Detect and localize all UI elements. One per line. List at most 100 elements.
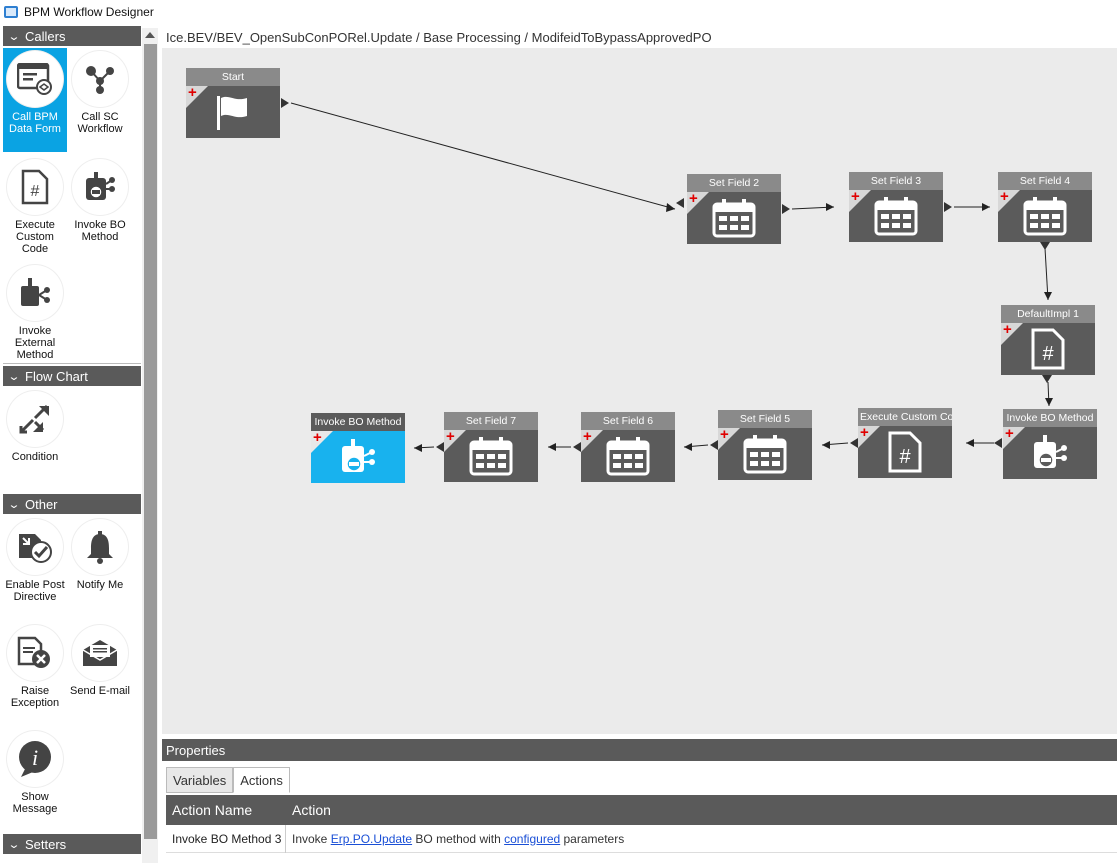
node-set-field-6[interactable]: Set Field 6 + [581, 412, 675, 482]
node-default-impl-1[interactable]: DefaultImpl 1 + # [1001, 305, 1095, 375]
exception-icon [7, 625, 63, 681]
node-set-field-2[interactable]: Set Field 2 + [687, 174, 781, 244]
tool-enable-post-directive[interactable]: Enable Post Directive [3, 516, 67, 620]
tool-label: Invoke BO Method [74, 219, 126, 243]
add-icon[interactable]: + [313, 429, 322, 446]
add-icon[interactable]: + [446, 428, 455, 445]
tool-condition[interactable]: Condition [3, 388, 67, 488]
node-title: Set Field 7 [444, 412, 538, 430]
svg-text:i: i [32, 745, 38, 770]
tool-label: Call BPM Data Form [9, 111, 61, 135]
output-connector[interactable] [710, 440, 718, 450]
bo-method-icon [1034, 435, 1067, 468]
tab-actions[interactable]: Actions [233, 767, 290, 793]
bo-method-link[interactable]: Erp.PO.Update [330, 831, 413, 846]
actions-grid: Action Name Action Invoke BO Method 3 In… [166, 795, 1117, 853]
envelope-icon [72, 625, 128, 681]
tool-label: Invoke External Method [14, 325, 56, 361]
output-connector[interactable] [782, 204, 790, 214]
node-set-field-3[interactable]: Set Field 3 + [849, 172, 943, 242]
node-invoke-bo-method-selected[interactable]: Invoke BO Method + [311, 413, 405, 483]
output-connector[interactable] [281, 98, 289, 108]
tool-send-email[interactable]: Send E-mail [68, 622, 132, 722]
chevron-down-icon: ⌄ [7, 30, 21, 43]
input-connector[interactable] [676, 198, 684, 208]
add-icon[interactable]: + [860, 424, 869, 441]
tool-notify-me[interactable]: Notify Me [68, 516, 132, 616]
section-flow-chart[interactable]: ⌄ Flow Chart [3, 366, 141, 386]
table-row[interactable]: Invoke BO Method 3 Invoke Erp.PO.Update … [166, 824, 1117, 853]
node-set-field-4[interactable]: Set Field 4 + [998, 172, 1092, 242]
calendar-icon [1023, 197, 1067, 236]
flag-icon [217, 96, 247, 130]
tool-label: Execute Custom Code [15, 219, 55, 255]
tool-call-sc-workflow[interactable]: Call SC Workflow [68, 48, 132, 148]
svg-text:#: # [1042, 343, 1054, 365]
bell-icon [72, 519, 128, 575]
node-set-field-7[interactable]: Set Field 7 + [444, 412, 538, 482]
node-body: + [444, 428, 538, 482]
column-header-action[interactable]: Action [292, 802, 331, 818]
window-title: BPM Workflow Designer [24, 5, 154, 19]
grid-header: Action Name Action [166, 795, 1117, 825]
palette-scrollbar[interactable] [142, 28, 158, 863]
tool-raise-exception[interactable]: Raise Exception [3, 622, 67, 722]
scroll-up-arrow-icon[interactable] [145, 32, 155, 38]
tool-invoke-external-method[interactable]: Invoke External Method [3, 262, 67, 372]
node-execute-custom-code[interactable]: Execute Custom Code + # [858, 408, 952, 478]
properties-header: Properties [162, 739, 1117, 761]
tool-call-bpm-data-form[interactable]: Call BPM Data Form [3, 48, 67, 152]
action-text: Invoke [292, 831, 331, 846]
output-connector[interactable] [1040, 242, 1050, 250]
section-setters[interactable]: ⌄ Setters [3, 834, 141, 854]
section-label: Setters [25, 836, 67, 852]
node-title: Invoke BO Method [311, 413, 405, 431]
node-title: Set Field 5 [718, 410, 812, 428]
section-other[interactable]: ⌄ Other [3, 494, 141, 514]
add-icon[interactable]: + [1005, 425, 1014, 442]
calendar-icon [743, 435, 787, 474]
node-body: + [581, 428, 675, 482]
configured-parameters-link[interactable]: configured [504, 831, 561, 846]
tool-show-message[interactable]: i Show Message [3, 728, 67, 828]
node-set-field-5[interactable]: Set Field 5 + [718, 410, 812, 480]
tool-invoke-bo-method[interactable]: Invoke BO Method [68, 156, 132, 256]
add-icon[interactable]: + [188, 84, 197, 101]
node-body: + [998, 188, 1092, 242]
tool-palette: ⌄ Callers Call BPM Data Form Call SC Wor… [0, 24, 160, 863]
section-callers[interactable]: ⌄ Callers [3, 26, 141, 46]
chevron-down-icon: ⌄ [7, 838, 21, 851]
add-icon[interactable]: + [1003, 321, 1012, 338]
add-icon[interactable]: + [851, 188, 860, 205]
add-icon[interactable]: + [1000, 188, 1009, 205]
post-directive-icon [7, 519, 63, 575]
add-icon[interactable]: + [720, 426, 729, 443]
properties-panel: Variables Actions Action Name Action Inv… [162, 761, 1117, 863]
output-connector[interactable] [944, 202, 952, 212]
external-method-icon [7, 265, 63, 321]
workflow-edges [290, 102, 1053, 452]
add-icon[interactable]: + [583, 428, 592, 445]
output-connector[interactable] [850, 438, 858, 448]
node-body: + [186, 84, 280, 138]
app-icon [4, 6, 18, 18]
column-header-action-name[interactable]: Action Name [172, 802, 253, 818]
add-icon[interactable]: + [689, 190, 698, 207]
tool-execute-custom-code[interactable]: # Execute Custom Code [3, 156, 67, 256]
output-connector[interactable] [573, 442, 581, 452]
output-connector[interactable] [436, 442, 444, 452]
node-invoke-bo-method-right[interactable]: Invoke BO Method + [1003, 409, 1097, 479]
node-title: Execute Custom Code [858, 408, 952, 426]
output-connector[interactable] [1042, 375, 1052, 383]
scrollbar-thumb[interactable] [144, 44, 157, 839]
node-body: + [718, 426, 812, 480]
node-title: DefaultImpl 1 [1001, 305, 1095, 323]
node-body: + [311, 429, 405, 483]
action-cell: Invoke Erp.PO.Update BO method with conf… [286, 832, 624, 846]
workflow-canvas[interactable]: Start + Set Field 2 + Set Field 3 + Set … [162, 48, 1117, 734]
output-connector[interactable] [994, 438, 1002, 448]
node-start[interactable]: Start + [186, 68, 280, 138]
node-title: Set Field 4 [998, 172, 1092, 190]
tab-variables[interactable]: Variables [166, 767, 234, 793]
chevron-down-icon: ⌄ [7, 498, 21, 511]
